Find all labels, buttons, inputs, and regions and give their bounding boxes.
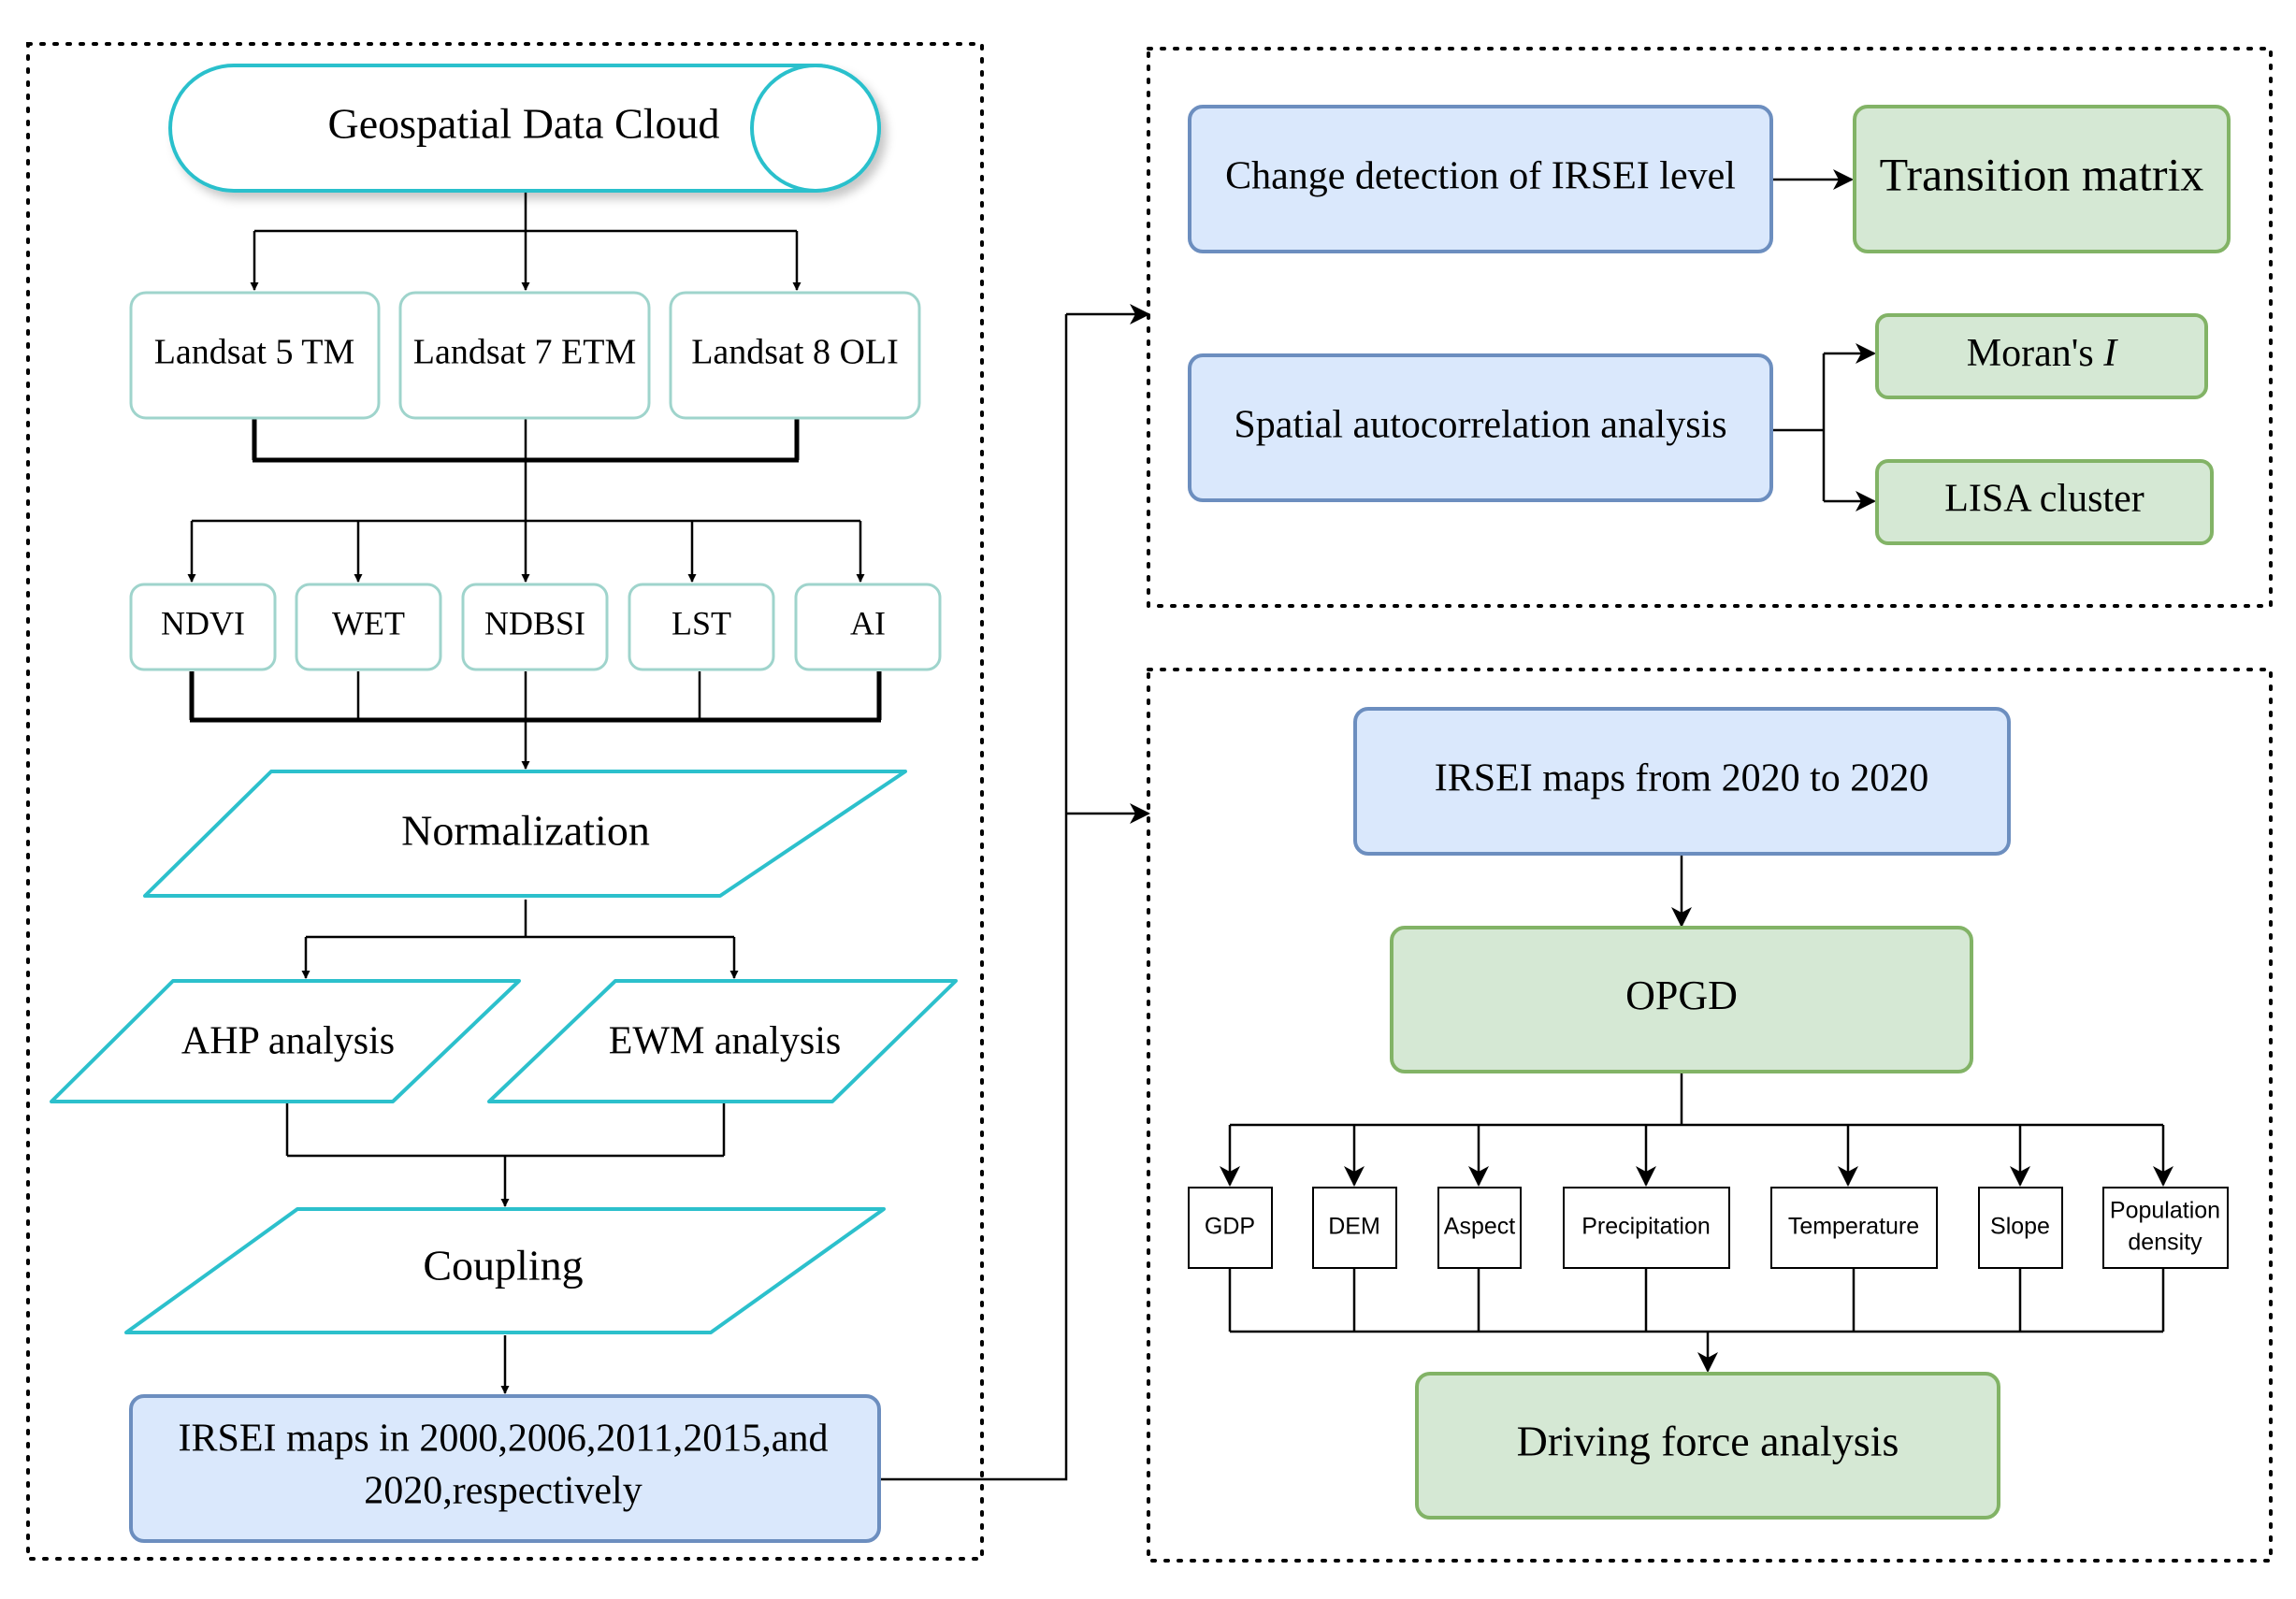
factor-slope-label: Slope bbox=[1990, 1214, 2050, 1240]
coupling-label: Coupling bbox=[423, 1242, 583, 1289]
left-connectors bbox=[187, 190, 882, 1394]
ahp-analysis-node: AHP analysis bbox=[50, 979, 521, 1103]
irsei-range-label: IRSEI maps from 2020 to 2020 bbox=[1435, 757, 1928, 800]
index-lst-label: LST bbox=[671, 604, 731, 641]
driving-force-node: Driving force analysis bbox=[1415, 1372, 2000, 1520]
landsat-7-etm-node: Landsat 7 ETM bbox=[398, 291, 651, 420]
change-detection-node: Change detection of IRSEI level bbox=[1188, 105, 1773, 253]
transition-matrix-label: Transition matrix bbox=[1880, 148, 2204, 200]
irsei-maps-label-line2: 2020,respectively bbox=[364, 1470, 642, 1513]
ewm-analysis-node: EWM analysis bbox=[487, 979, 958, 1103]
driver-connectors bbox=[1220, 855, 2173, 1373]
landsat-5-tm-node: Landsat 5 TM bbox=[129, 291, 381, 420]
index-ndvi-label: NDVI bbox=[161, 604, 245, 641]
change-detection-label: Change detection of IRSEI level bbox=[1225, 155, 1736, 198]
landsat-5-tm-label: Landsat 5 TM bbox=[154, 333, 355, 372]
change-connectors bbox=[1772, 169, 1876, 511]
lisa-cluster-label: LISA cluster bbox=[1944, 478, 2144, 521]
index-lst-node: LST bbox=[628, 583, 775, 671]
index-wet-node: WET bbox=[295, 583, 442, 671]
left-panel-frame bbox=[26, 42, 984, 1561]
index-wet-label: WET bbox=[332, 604, 405, 641]
irsei-maps-label-line1: IRSEI maps in 2000,2006,2011,2015,and bbox=[179, 1418, 829, 1461]
irsei-maps-node: IRSEI maps in 2000,2006,2011,2015,and 20… bbox=[129, 1394, 881, 1543]
normalization-node: Normalization bbox=[143, 770, 907, 898]
landsat-8-oli-node: Landsat 8 OLI bbox=[669, 291, 921, 420]
landsat-8-oli-label: Landsat 8 OLI bbox=[691, 333, 899, 372]
factor-density-label: density bbox=[2128, 1230, 2202, 1256]
morans-i-symbol: I bbox=[2102, 332, 2118, 375]
factor-gdp-node: GDP bbox=[1188, 1187, 1273, 1269]
ahp-analysis-label: AHP analysis bbox=[181, 1020, 395, 1063]
cross-panel-connectors bbox=[879, 304, 1150, 1481]
ewm-analysis-label: EWM analysis bbox=[609, 1020, 841, 1063]
factor-temperature-node: Temperature bbox=[1770, 1187, 1938, 1269]
factor-precipitation-label: Precipitation bbox=[1581, 1214, 1711, 1240]
morans-i-label: Moran's I bbox=[1967, 332, 2118, 375]
factor-population-density-node: Population density bbox=[2102, 1187, 2229, 1269]
factor-temperature-label: Temperature bbox=[1788, 1214, 1919, 1240]
irsei-range-node: IRSEI maps from 2020 to 2020 bbox=[1353, 707, 2011, 856]
driving-force-label: Driving force analysis bbox=[1517, 1418, 1899, 1465]
change-analysis-panel-frame bbox=[1147, 47, 2273, 608]
index-ndbsi-label: NDBSI bbox=[484, 604, 585, 641]
spatial-autocorrelation-node: Spatial autocorrelation analysis bbox=[1188, 353, 1773, 502]
driving-force-panel-frame bbox=[1147, 668, 2273, 1563]
index-ai-node: AI bbox=[794, 583, 942, 671]
opgd-label: OPGD bbox=[1625, 972, 1738, 1018]
factor-gdp-label: GDP bbox=[1205, 1214, 1255, 1240]
lisa-cluster-node: LISA cluster bbox=[1875, 459, 2214, 545]
index-ndbsi-node: NDBSI bbox=[461, 583, 609, 671]
landsat-7-etm-label: Landsat 7 ETM bbox=[413, 333, 637, 372]
factor-population-label: Population bbox=[2110, 1198, 2220, 1224]
morans-i-node: Moran's I bbox=[1875, 313, 2208, 399]
spatial-autocorrelation-label: Spatial autocorrelation analysis bbox=[1234, 404, 1726, 447]
factor-aspect-node: Aspect bbox=[1437, 1187, 1522, 1269]
coupling-node: Coupling bbox=[124, 1207, 886, 1334]
transition-matrix-node: Transition matrix bbox=[1853, 105, 2231, 253]
geospatial-data-cloud-label: Geospatial Data Cloud bbox=[327, 100, 719, 148]
index-ai-label: AI bbox=[850, 604, 886, 641]
opgd-node: OPGD bbox=[1390, 926, 1973, 1073]
factor-aspect-label: Aspect bbox=[1444, 1214, 1515, 1240]
factor-dem-node: DEM bbox=[1312, 1187, 1397, 1269]
index-ndvi-node: NDVI bbox=[129, 583, 277, 671]
factor-slope-node: Slope bbox=[1978, 1187, 2063, 1269]
morans-prefix: Moran's bbox=[1967, 332, 2103, 375]
normalization-label: Normalization bbox=[401, 807, 650, 855]
factor-dem-label: DEM bbox=[1328, 1214, 1380, 1240]
geospatial-data-cloud-node bbox=[168, 64, 881, 193]
factor-precipitation-node: Precipitation bbox=[1563, 1187, 1730, 1269]
